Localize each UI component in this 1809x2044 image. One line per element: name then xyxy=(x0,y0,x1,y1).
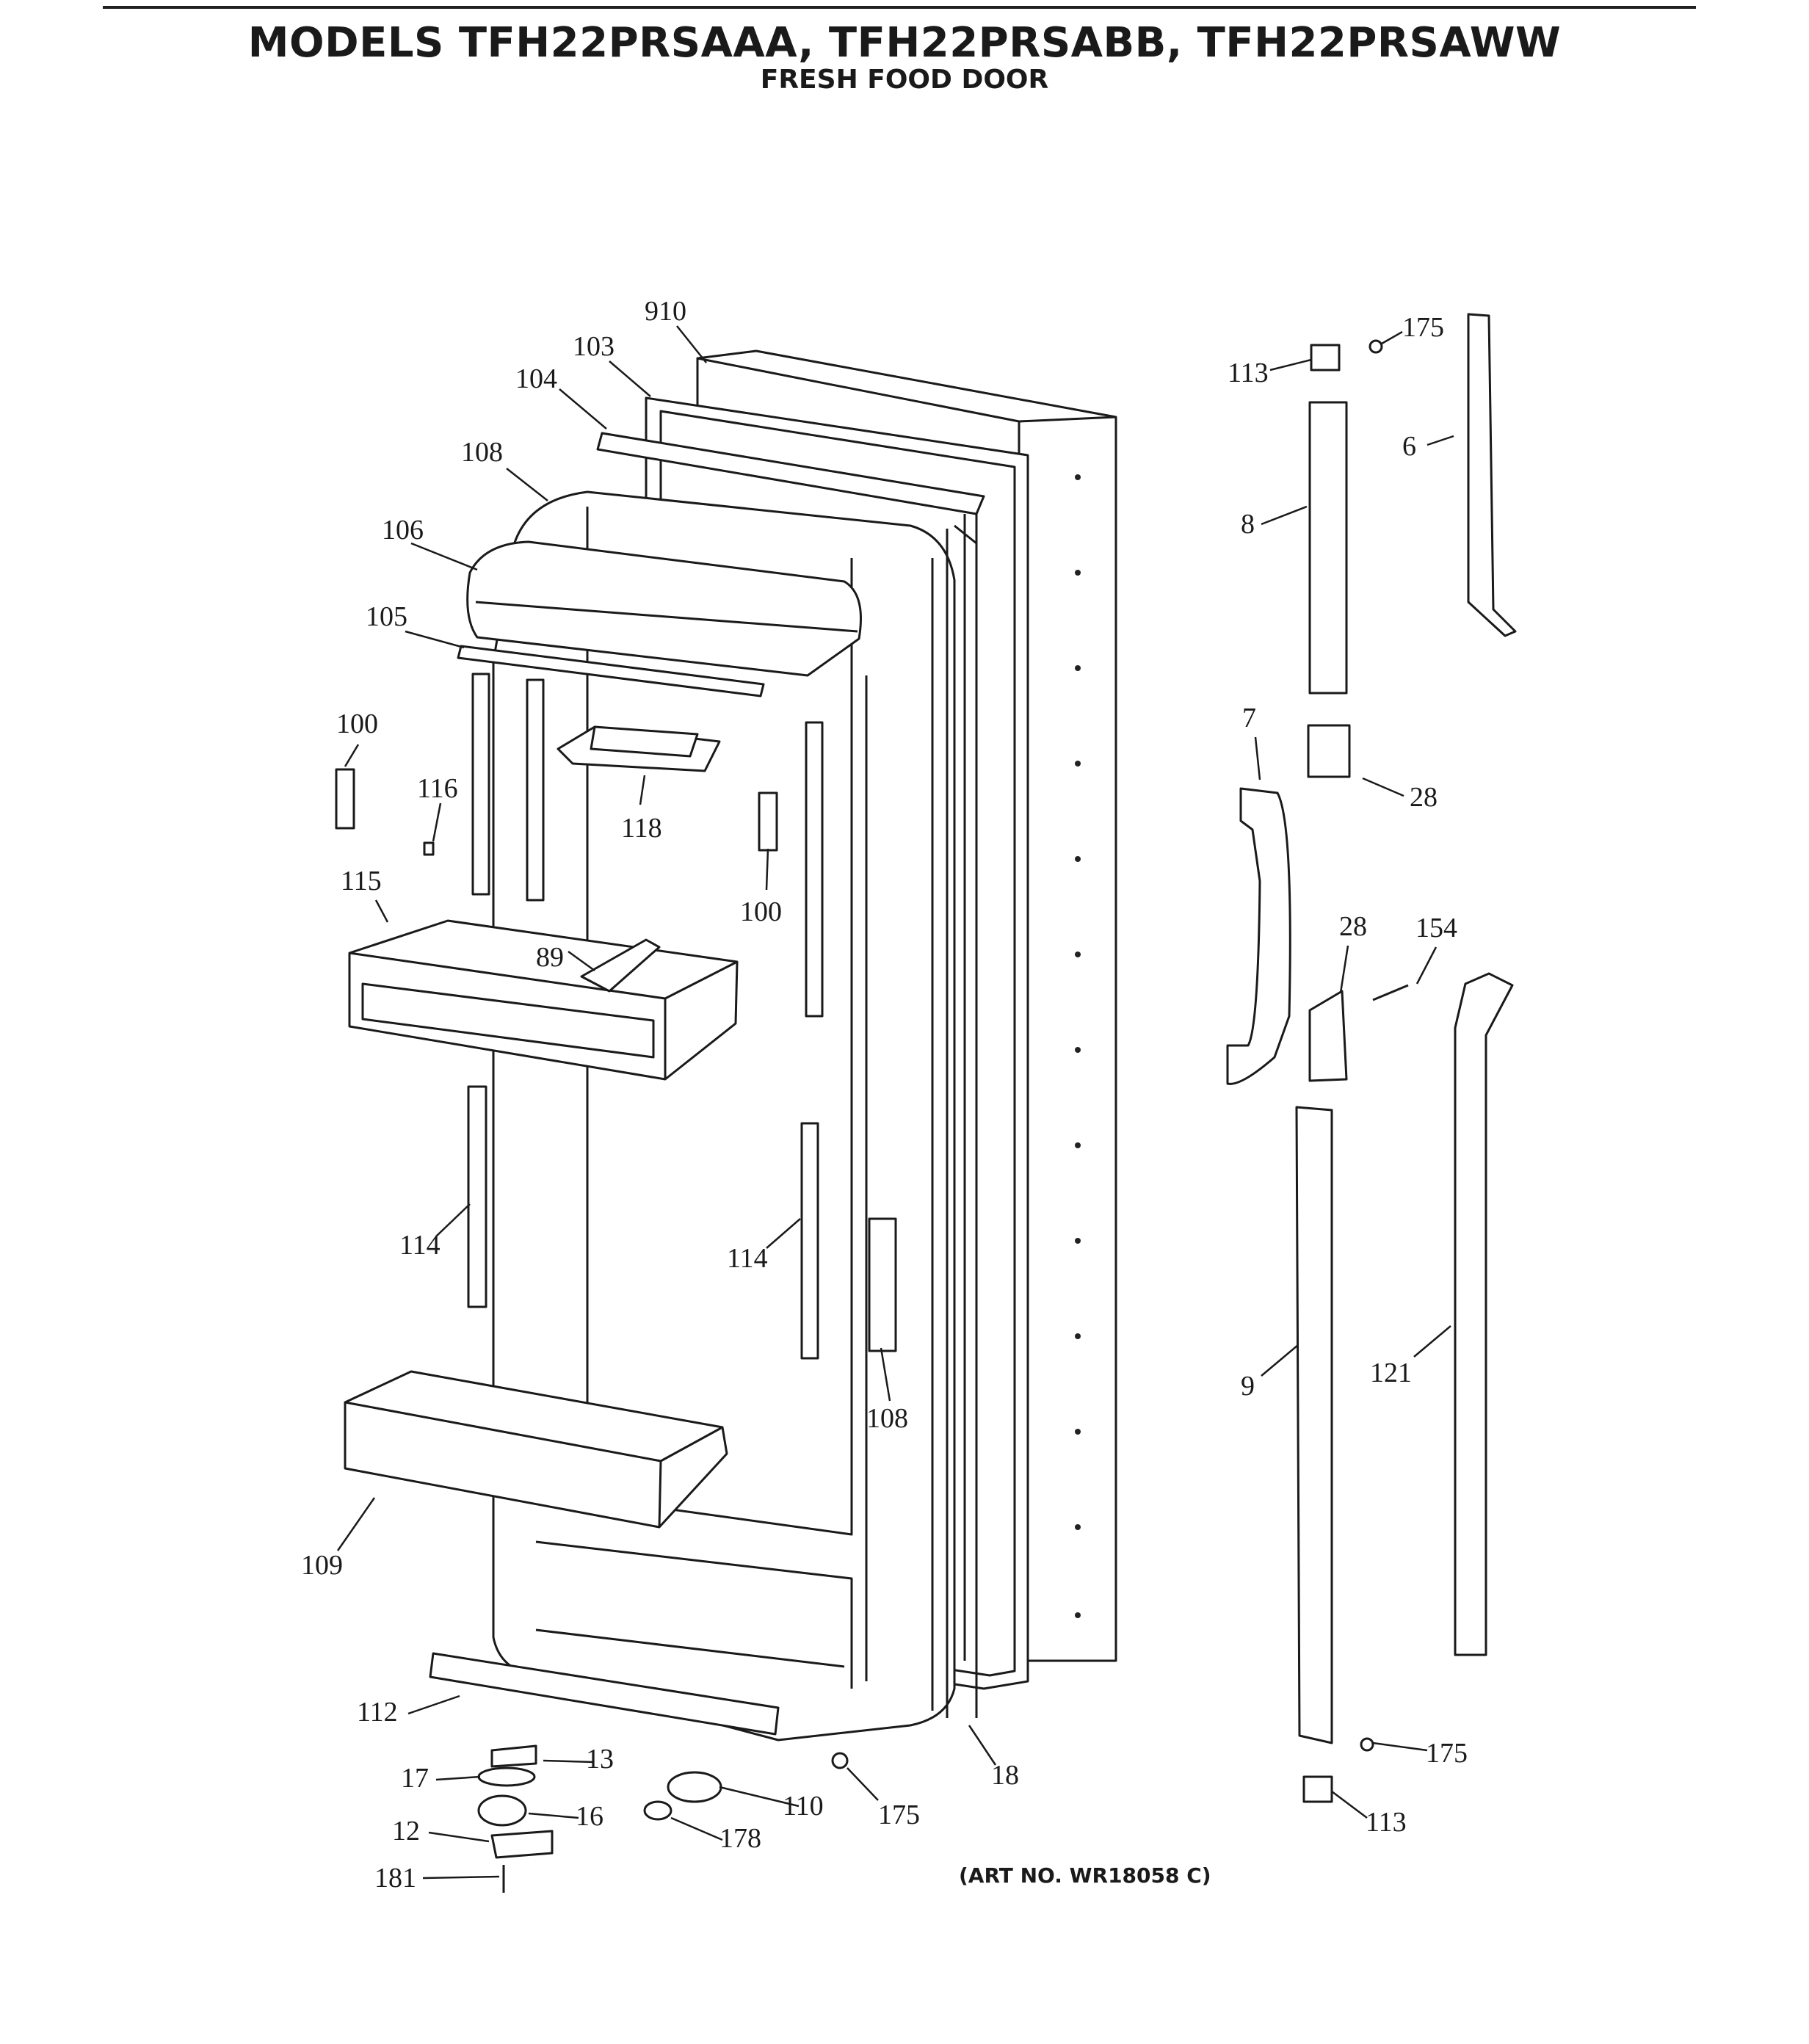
callout-113-top: 113 xyxy=(1228,358,1269,388)
page-title: MODELS TFH22PRSAAA, TFH22PRSABB, TFH22PR… xyxy=(247,19,1562,67)
callout-12: 12 xyxy=(392,1816,420,1847)
callout-9: 9 xyxy=(1241,1371,1255,1402)
art-number: (ART NO. WR18058 C) xyxy=(959,1863,1211,1888)
callout-108-bottom: 108 xyxy=(866,1403,908,1434)
callout-112: 112 xyxy=(357,1697,398,1728)
callout-17: 17 xyxy=(401,1763,429,1794)
page-subtitle: FRESH FOOD DOOR xyxy=(760,65,1049,95)
callout-118: 118 xyxy=(621,813,662,844)
callout-13: 13 xyxy=(586,1744,614,1775)
callout-103: 103 xyxy=(573,331,615,362)
handle-mount-top xyxy=(1308,401,1348,695)
callout-6: 6 xyxy=(1402,431,1416,462)
trim-strip-121 xyxy=(1454,972,1514,1656)
screw-175-bottom xyxy=(1360,1737,1374,1752)
callout-154: 154 xyxy=(1415,913,1457,943)
gasket-strip xyxy=(954,524,978,1718)
top-trim-6 xyxy=(1467,313,1517,637)
callout-28-bottom: 28 xyxy=(1339,911,1367,942)
callout-7: 7 xyxy=(1242,703,1256,733)
callout-106: 106 xyxy=(382,515,424,546)
callout-105: 105 xyxy=(366,601,407,632)
handle-bracket-bottom xyxy=(1308,990,1348,1082)
callout-115: 115 xyxy=(341,866,382,896)
callout-181: 181 xyxy=(374,1863,416,1893)
callout-113-bottom: 113 xyxy=(1366,1807,1407,1838)
butter-compartment xyxy=(557,725,721,772)
top-rule xyxy=(103,6,1696,9)
clip-116 xyxy=(423,841,435,856)
shelf-clip-right xyxy=(758,791,778,852)
breaker-strip xyxy=(596,432,985,515)
bin-divider xyxy=(580,938,661,993)
screw-154 xyxy=(1372,984,1409,1001)
callout-89: 89 xyxy=(536,942,564,973)
dairy-frame xyxy=(457,645,765,697)
callout-116: 116 xyxy=(417,773,458,804)
callout-109: 109 xyxy=(301,1550,343,1581)
handle-mount-bottom xyxy=(1295,1106,1333,1744)
callout-100-left: 100 xyxy=(336,708,378,739)
hinge-cover-bottom xyxy=(1302,1775,1333,1803)
callout-175-top: 175 xyxy=(1402,312,1444,343)
callout-110: 110 xyxy=(783,1791,824,1822)
handle-bracket-top xyxy=(1307,724,1351,778)
screw-175-top xyxy=(1368,339,1383,354)
callout-910: 910 xyxy=(645,296,686,327)
leader-lines xyxy=(336,325,1454,1880)
callout-8: 8 xyxy=(1241,509,1255,540)
door-stop-parts xyxy=(643,1752,849,1821)
bottom-hinge-parts xyxy=(477,1744,554,1893)
callout-labels: 910 103 104 108 106 105 100 116 118 100 … xyxy=(301,296,1468,1893)
callout-175-center: 175 xyxy=(878,1800,920,1830)
callout-108-top: 108 xyxy=(461,437,503,468)
callout-28-top: 28 xyxy=(1410,782,1438,813)
callout-100-right: 100 xyxy=(740,896,782,927)
callout-175-bottom: 175 xyxy=(1426,1738,1468,1769)
dairy-compartment-door xyxy=(466,540,862,677)
callout-121: 121 xyxy=(1370,1358,1412,1388)
hinge-cover-top xyxy=(1310,344,1341,372)
shelf-rail-right xyxy=(800,721,897,1360)
callout-114-right: 114 xyxy=(727,1243,768,1274)
callout-18: 18 xyxy=(991,1760,1019,1791)
bottom-trim xyxy=(429,1652,780,1736)
door-handle xyxy=(1226,787,1291,1085)
callout-104: 104 xyxy=(515,363,557,394)
callout-178: 178 xyxy=(719,1823,761,1854)
shelf-rail-left xyxy=(467,673,545,1308)
callout-16: 16 xyxy=(576,1801,603,1832)
callout-114-left: 114 xyxy=(399,1230,441,1261)
shelf-clip-left xyxy=(335,768,355,830)
door-bin-lower xyxy=(344,1370,728,1529)
